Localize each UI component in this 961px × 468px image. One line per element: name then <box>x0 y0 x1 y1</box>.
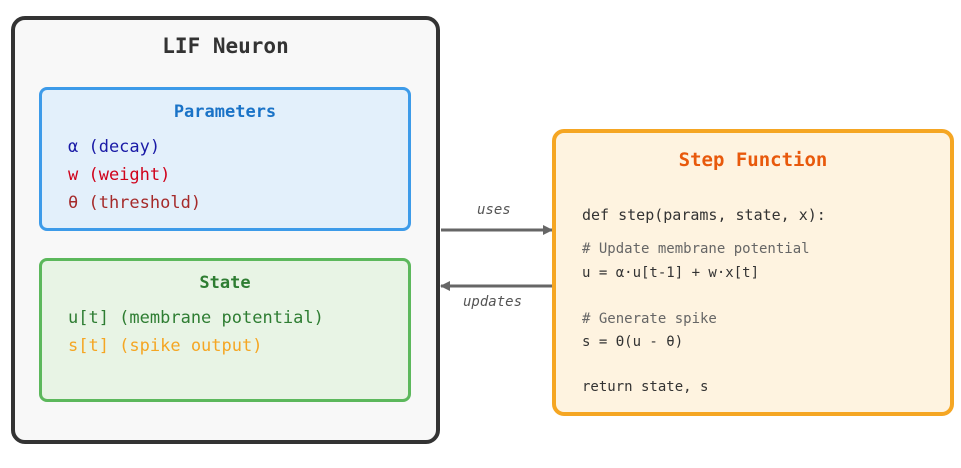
parameters-title: Parameters <box>173 102 277 122</box>
updates-label: updates <box>463 294 523 310</box>
code-comment-spike: # Generate spike <box>582 311 717 327</box>
parameter-threshold: θ (threshold) <box>68 193 202 213</box>
state-membrane-potential: u[t] (membrane potential) <box>68 308 324 328</box>
uses-label: uses <box>477 202 511 218</box>
code-return-line: return state, s <box>582 379 709 395</box>
code-spike-line: s = Θ(u - θ) <box>582 334 684 350</box>
step-function-box: Step Function def step(params, state, x)… <box>552 129 954 416</box>
code-signature: def step(params, state, x): <box>582 206 826 224</box>
parameters-box: Parameters α (decay) w (weight) θ (thres… <box>39 87 411 231</box>
state-spike-output: s[t] (spike output) <box>68 336 263 356</box>
state-title: State <box>199 273 251 293</box>
code-update-line: u = α·u[t-1] + w·x[t] <box>582 265 760 281</box>
lif-neuron-title: LIF Neuron <box>162 34 289 58</box>
parameter-weight: w (weight) <box>68 165 171 185</box>
code-comment-update: # Update membrane potential <box>582 241 810 257</box>
step-function-title: Step Function <box>678 149 828 171</box>
parameter-alpha: α (decay) <box>68 137 161 157</box>
state-box: State u[t] (membrane potential) s[t] (sp… <box>39 258 411 402</box>
